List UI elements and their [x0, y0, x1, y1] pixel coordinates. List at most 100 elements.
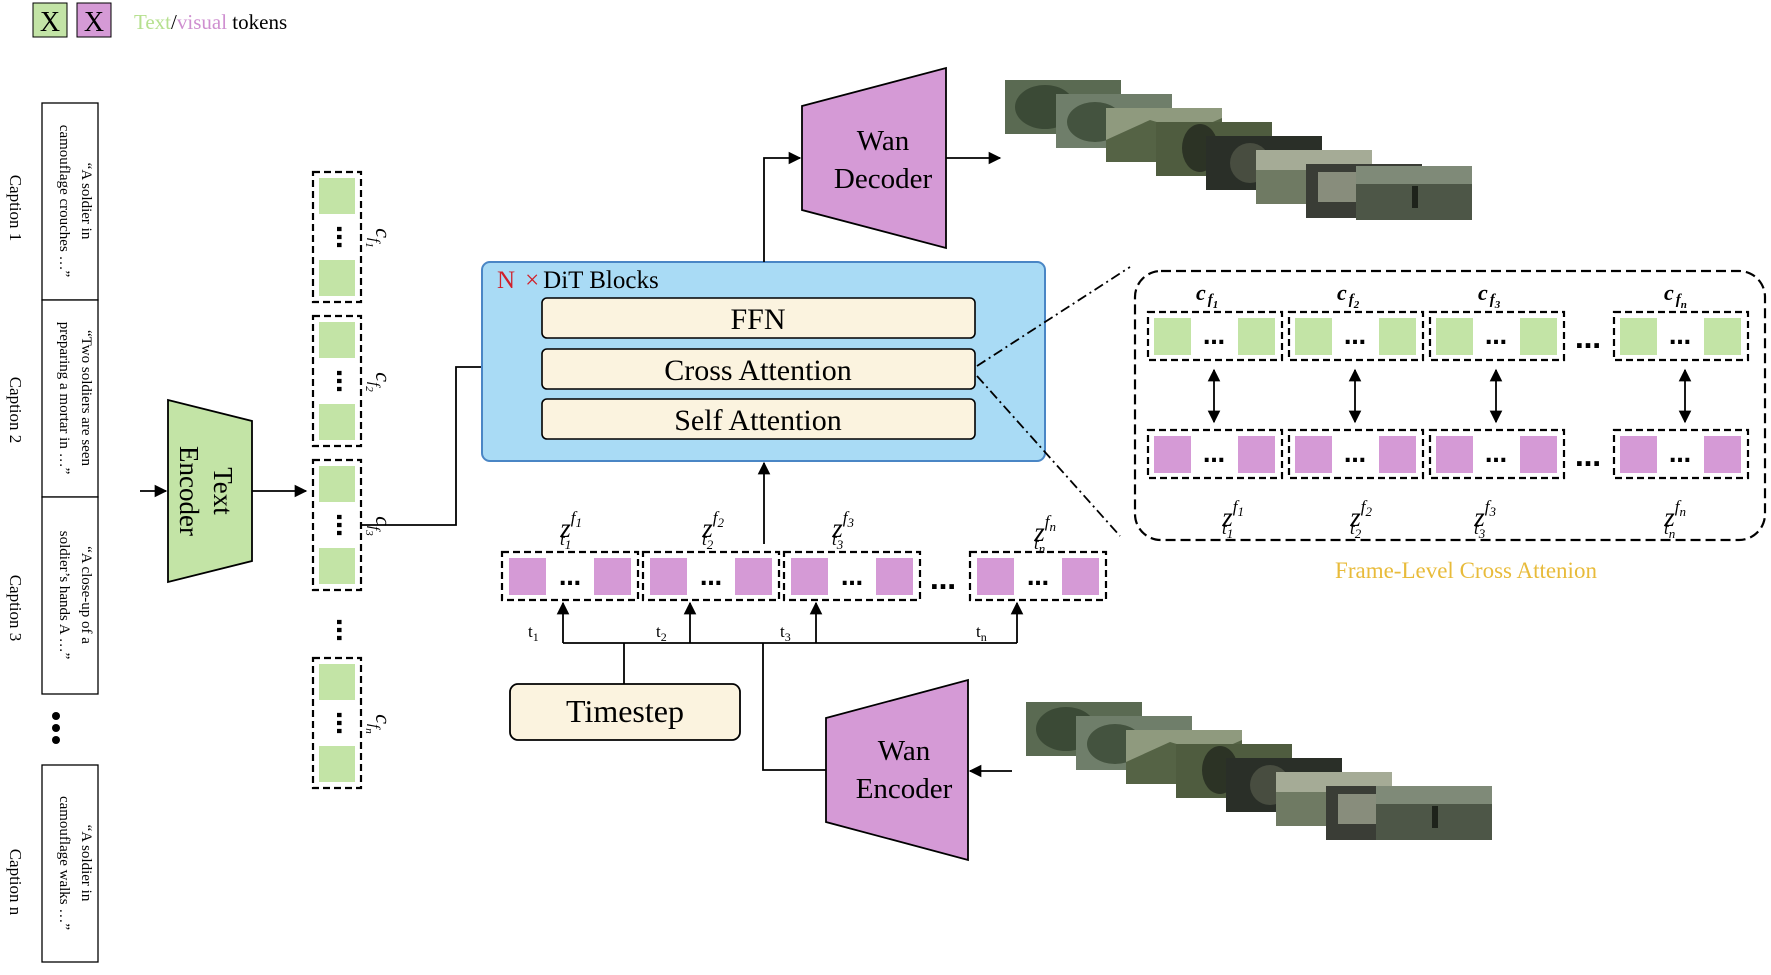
stack-label-3: cf3 [363, 516, 396, 536]
output-video-frames [1005, 80, 1472, 220]
frame-text-group-1: … [1146, 310, 1284, 362]
frame-text-group-2-dots: … [1344, 325, 1366, 350]
wan-encoder-line-1: Wan [878, 735, 931, 767]
stack-1-dots: … [331, 225, 359, 249]
latent-row-ellipsis: … [930, 566, 956, 596]
input-video-frames [1026, 702, 1492, 840]
ffn-layer [541, 297, 976, 339]
dit-n: N [497, 267, 515, 294]
stack-2-dots: … [331, 369, 359, 393]
caption-3-line-1: “A close-up of a [78, 546, 94, 644]
caption-token-stack-n: … [311, 656, 363, 790]
legend-text-word: Text [134, 10, 171, 34]
caption-token-stack-3: … [311, 458, 363, 592]
self-attention-label: Self Attention [674, 404, 842, 437]
wan-encoder-shape [825, 678, 969, 862]
timestep-tick-2: t2 [656, 622, 667, 644]
caption-box-3 [41, 496, 99, 695]
dit-title: N ×DiT Blocks [497, 267, 659, 294]
dit-block: N ×DiT Blocks FFN Cross Attention Self At… [481, 261, 1046, 462]
captions-ellipsis [52, 712, 60, 744]
wan-decoder: Wan Decoder [801, 66, 947, 250]
frame-visual-group-1-dots: … [1203, 443, 1225, 468]
legend-slash: / [171, 10, 177, 34]
latent-group-1-dots: … [559, 566, 581, 591]
frame-text-group-n-dots: … [1669, 325, 1691, 350]
text-encoder: Text Encoder [167, 398, 253, 584]
wan-decoder-line-1: Wan [857, 125, 910, 157]
caption-token-stacks: … … … … … cf1 cf2 cf3 cfn [311, 170, 396, 790]
frame-visual-row-ellipsis: … [1575, 443, 1601, 473]
caption-n-label: Caption n [6, 849, 25, 916]
latent-group-n-dots: … [1027, 566, 1049, 591]
legend-text-swatch-glyph: X [40, 7, 60, 38]
caption-token-stack-1: … [311, 170, 363, 304]
timestep-label: Timestep [566, 693, 684, 729]
wan-encoder-line-2: Encoder [856, 773, 953, 805]
arrow-dit-to-decoder [763, 151, 802, 262]
latent-group-2-dots: … [700, 566, 722, 591]
timestep-box [509, 683, 741, 741]
frame-text-group-n: … [1612, 310, 1750, 362]
frame-level-caption: Frame-Level Cross Attenion [1335, 558, 1597, 583]
caption-1-label: Caption 1 [6, 175, 25, 242]
caption-2-label: Caption 2 [6, 377, 25, 444]
caption-n-line-2: camouflage walks …” [56, 796, 72, 930]
caption-token-stack-2: … [311, 314, 363, 448]
frame-text-group-2: … [1287, 310, 1425, 362]
wan-decoder-line-2: Decoder [834, 163, 933, 195]
timestep-connections [556, 601, 1024, 771]
legend-visual-swatch [76, 2, 112, 38]
latent-group-1: … [500, 550, 640, 602]
wan-encoder: Wan Encoder [825, 678, 969, 862]
text-encoder-line-1: Text [208, 467, 238, 515]
frame-visual-group-2: … [1287, 428, 1425, 480]
cross-attention-layer [541, 348, 976, 390]
frame-visual-group-3: … [1428, 428, 1566, 480]
stack-3-dots: … [331, 513, 359, 537]
frame-visual-group-n-dots: … [1669, 443, 1691, 468]
ffn-label: FFN [730, 303, 785, 336]
dit-times: × [525, 267, 539, 294]
frame-text-row-ellipsis: … [1575, 325, 1601, 355]
frame-level-panel [1133, 269, 1767, 542]
frame-visual-group-1: … [1146, 428, 1284, 480]
caption-2-line-1: “Two soldiers are seen [78, 330, 94, 466]
cross-attention-label: Cross Attention [664, 354, 852, 387]
stack-n-dots: … [331, 711, 359, 735]
stack-label-n: cfn [363, 714, 396, 734]
frame-visual-group-2-dots: … [1344, 443, 1366, 468]
latent-group-3: … [782, 550, 922, 602]
dit-title-text: DiT Blocks [543, 267, 659, 294]
legend-text-swatch [32, 2, 68, 38]
legend-visual-word: visual [177, 10, 227, 34]
frame-visual-group-n: … [1612, 428, 1750, 480]
text-encoder-shape [167, 398, 253, 584]
caption-box-n [41, 764, 99, 963]
frame-text-group-3: … [1428, 310, 1566, 362]
zoom-connectors [976, 266, 1131, 537]
timestep-tick-n: tn [976, 622, 987, 644]
caption-2-line-2: preparing a mortar in …” [56, 322, 72, 474]
captions-column: “A soldier in camouflage crouches …” “Tw… [6, 102, 99, 963]
stack-label-1: cf1 [363, 228, 396, 247]
timestep-block: Timestep [509, 683, 741, 741]
latent-group-2: … [641, 550, 781, 602]
caption-1-line-2: camouflage crouches …” [56, 125, 72, 277]
stacks-ellipsis: … [331, 618, 359, 642]
frame-text-group-1-dots: … [1203, 325, 1225, 350]
